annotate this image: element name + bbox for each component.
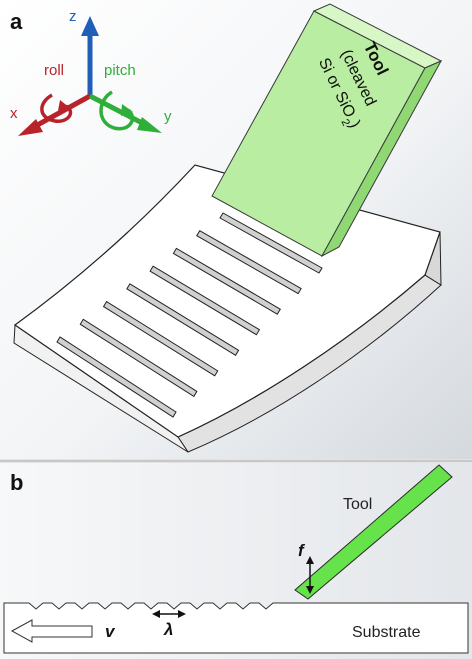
roll-label: roll bbox=[44, 62, 64, 79]
panel-a: a Tool (cleaved Si or SiO2) z x bbox=[0, 0, 472, 459]
roll-rotation-head bbox=[58, 100, 70, 111]
tool-label: Tool bbox=[343, 496, 372, 513]
panel-a-label: a bbox=[10, 9, 23, 34]
wavelength-arrowhead-right bbox=[178, 610, 186, 618]
substrate-label: Substrate bbox=[352, 624, 421, 641]
tool-bar bbox=[294, 464, 453, 600]
substrate-body bbox=[3, 602, 469, 654]
pitch-label: pitch bbox=[104, 62, 136, 79]
y-axis-arrow bbox=[88, 93, 150, 129]
velocity-arrow bbox=[10, 619, 93, 643]
groove bbox=[172, 247, 281, 315]
y-axis-label: y bbox=[164, 108, 172, 125]
velocity-label: v bbox=[105, 622, 116, 641]
groove bbox=[196, 230, 302, 295]
groove bbox=[149, 265, 261, 336]
panel-b-label: b bbox=[10, 470, 23, 495]
groove bbox=[102, 300, 219, 377]
axes-triad: z x y roll pitch bbox=[10, 8, 172, 136]
panel-b: b Tool f λ v Substrate bbox=[0, 463, 472, 659]
groove bbox=[56, 336, 177, 418]
y-axis-arrowhead bbox=[137, 117, 162, 133]
x-axis-arrowhead bbox=[18, 119, 43, 136]
groove bbox=[79, 318, 198, 398]
groove bbox=[126, 283, 240, 356]
groove-array bbox=[56, 212, 323, 418]
groove bbox=[219, 212, 323, 274]
x-axis-arrow bbox=[30, 93, 92, 131]
pitch-rotation-arrow bbox=[99, 90, 135, 131]
tool-desc-subscript: 2 bbox=[338, 117, 351, 128]
z-axis-arrowhead bbox=[81, 16, 99, 36]
force-label: f bbox=[298, 541, 306, 560]
roll-rotation-arrow bbox=[40, 93, 73, 123]
pitch-rotation-head bbox=[121, 104, 133, 116]
tool-prism: Tool (cleaved Si or SiO2) bbox=[211, 3, 443, 258]
force-arrowhead-down bbox=[306, 586, 314, 594]
force-arrowhead-up bbox=[306, 556, 314, 564]
tool-side-face bbox=[320, 59, 443, 258]
wavelength-label: λ bbox=[163, 620, 173, 639]
x-axis-label: x bbox=[10, 105, 18, 122]
wavelength-arrowhead-left bbox=[152, 610, 160, 618]
z-axis-label: z bbox=[69, 8, 77, 25]
